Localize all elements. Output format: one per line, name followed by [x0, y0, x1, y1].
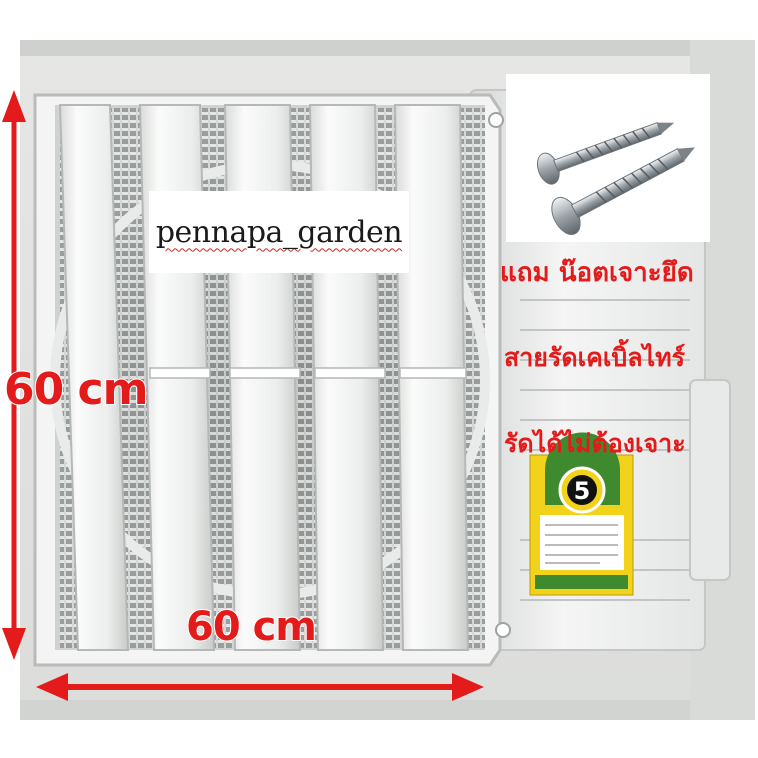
screw-photo — [506, 74, 710, 242]
promo-no-drill: รัดได้ไม่ต้องเจาะ — [504, 429, 686, 458]
promo-free-screws: แถม น๊อตเจาะยึด — [500, 258, 694, 288]
width-label: 60 cm — [185, 603, 318, 651]
watermark-text: pennapa_garden — [155, 214, 403, 250]
dimension-arrows — [2, 90, 484, 701]
promo-cable-ties: สายรัดเคเบิ้ลไทร์ — [504, 343, 686, 372]
height-label: 60 cm — [3, 363, 149, 416]
energy-label: 5 — [529, 432, 634, 596]
energy-rating: 5 — [574, 477, 591, 505]
watermark-box: pennapa_garden — [149, 191, 409, 273]
